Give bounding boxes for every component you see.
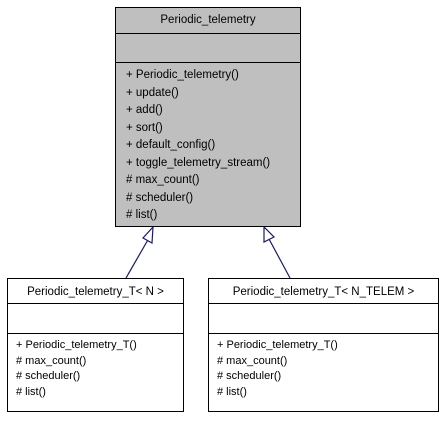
method: + update(): [126, 86, 179, 99]
method: # list(): [217, 386, 247, 399]
methods-section: + Periodic_telemetry_T() # max_count() #…: [8, 333, 183, 401]
method: # list(): [126, 209, 158, 221]
methods-section: + Periodic_telemetry() + update() + add(…: [116, 62, 300, 225]
inheritance-line-n: [125, 237, 150, 279]
attributes-section: [209, 303, 438, 333]
method: + Periodic_telemetry_T(): [217, 339, 338, 351]
method: # list(): [16, 386, 46, 399]
method: + default_config(): [126, 139, 216, 151]
class-name: Periodic_telemetry: [160, 14, 256, 26]
methods-section: + Periodic_telemetry_T() # max_count() #…: [209, 333, 438, 401]
class-name: Periodic_telemetry_T< N_TELEM >: [232, 286, 415, 298]
method: # scheduler(): [217, 370, 282, 383]
method: + Periodic_telemetry(): [126, 69, 239, 81]
attributes-section: [116, 33, 300, 62]
class-box-periodic-telemetry[interactable]: Periodic_telemetry + Periodic_telemetry(…: [115, 7, 301, 227]
class-name: Periodic_telemetry_T< N >: [27, 286, 164, 298]
method: # scheduler(): [16, 370, 81, 383]
method: # scheduler(): [126, 191, 194, 204]
inheritance-arrow-n: [142, 225, 154, 244]
attributes-section: [8, 303, 183, 333]
method: + sort(): [126, 121, 163, 134]
method: + Periodic_telemetry_T(): [16, 339, 137, 351]
inheritance-arrow-ntelem: [263, 225, 276, 243]
method: # max_count(): [217, 354, 288, 367]
method: + add(): [126, 104, 163, 116]
method: + toggle_telemetry_stream(): [126, 156, 271, 169]
method: # max_count(): [126, 174, 200, 186]
class-box-periodic-telemetry-t-n[interactable]: Periodic_telemetry_T< N > + Periodic_tel…: [7, 278, 184, 412]
class-box-periodic-telemetry-t-n-telem[interactable]: Periodic_telemetry_T< N_TELEM > + Period…: [208, 278, 439, 412]
method: # max_count(): [16, 354, 87, 367]
inheritance-line-ntelem: [268, 238, 291, 279]
